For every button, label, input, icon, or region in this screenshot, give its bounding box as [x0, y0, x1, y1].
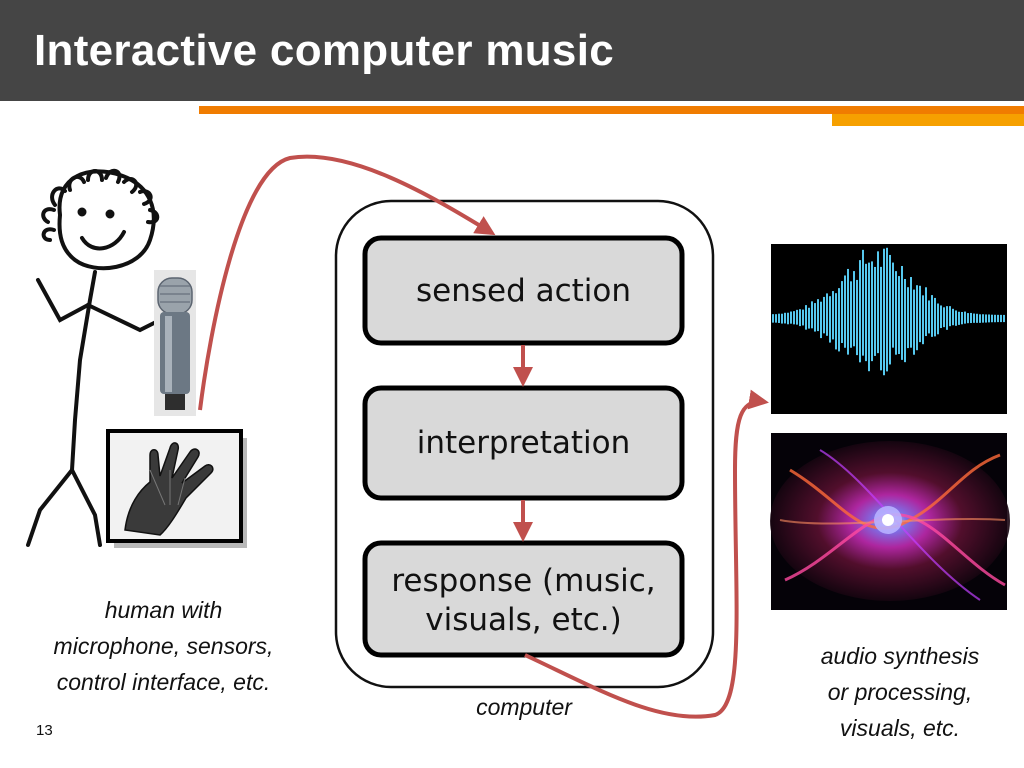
human-caption: human with microphone, sensors, control …: [22, 592, 305, 700]
slide-number: 13: [36, 722, 53, 739]
microphone-icon: [154, 270, 196, 416]
interpretation-label: interpretation: [365, 424, 682, 463]
response-label-line1: response (music,: [365, 562, 682, 601]
computer-caption: computer: [454, 689, 594, 725]
output-caption: audio synthesis or processing, visuals, …: [780, 638, 1020, 746]
response-label-line2: visuals, etc.): [365, 601, 682, 640]
glove-icon: [108, 431, 247, 548]
visual-effects-image: [770, 433, 1010, 610]
output-caption-line3: visuals, etc.: [780, 710, 1020, 746]
human-caption-line1: human with: [22, 592, 305, 628]
human-caption-line2: microphone, sensors,: [22, 628, 305, 664]
output-caption-line2: or processing,: [780, 674, 1020, 710]
response-label: response (music, visuals, etc.): [365, 562, 682, 640]
output-caption-line1: audio synthesis: [780, 638, 1020, 674]
sensed-action-label: sensed action: [365, 272, 682, 311]
waveform-image: [771, 244, 1007, 414]
human-caption-line3: control interface, etc.: [22, 664, 305, 700]
